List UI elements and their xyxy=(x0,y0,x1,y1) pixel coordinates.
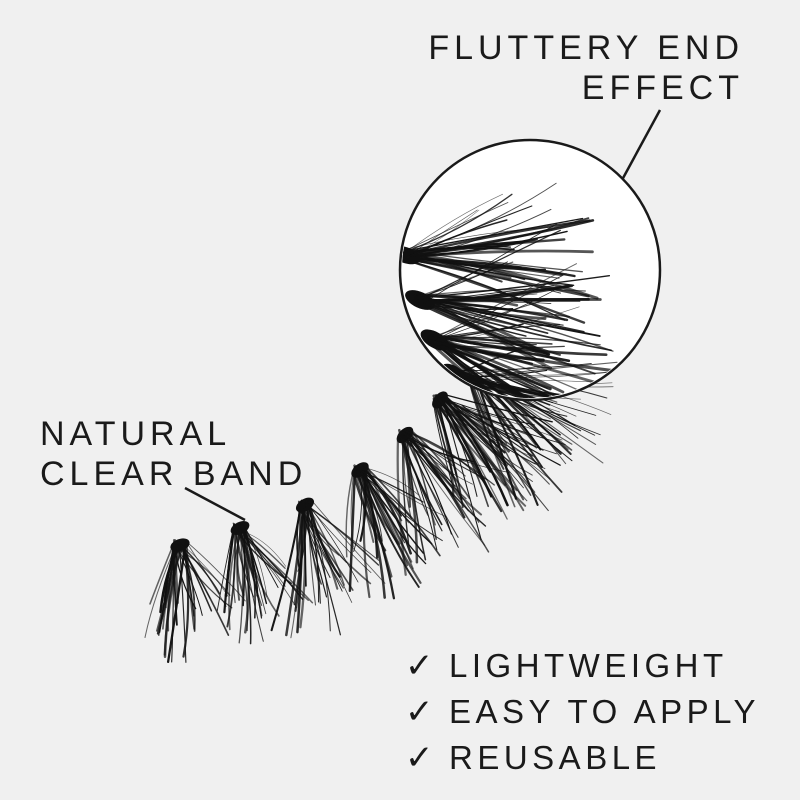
clear-band-label: NATURAL CLEAR BAND xyxy=(40,414,307,494)
fluttery-end-label-line-2: EFFECT xyxy=(581,69,744,107)
checkmark-icon: ✓ xyxy=(405,739,434,777)
feature-item: ✓ REUSABLE xyxy=(405,735,760,781)
clear-band-label-line-1: NATURAL xyxy=(40,415,232,453)
clear-band-label-line-2: CLEAR BAND xyxy=(40,455,308,493)
feature-list: ✓ LIGHTWEIGHT ✓ EASY TO APPLY ✓ REUSABLE xyxy=(405,643,760,781)
feature-item: ✓ LIGHTWEIGHT xyxy=(405,643,760,689)
fluttery-end-callout-line xyxy=(620,109,662,181)
feature-text: REUSABLE xyxy=(449,739,662,776)
checkmark-icon: ✓ xyxy=(405,647,434,685)
clear-band-callout-line xyxy=(184,486,246,522)
fluttery-end-label-line-1: FLUTTERY END xyxy=(428,29,744,67)
fluttery-end-label: FLUTTERY END EFFECT xyxy=(428,28,744,108)
feature-text: EASY TO APPLY xyxy=(449,693,761,730)
eyelash-strip xyxy=(144,361,614,664)
feature-item: ✓ EASY TO APPLY xyxy=(405,689,760,735)
feature-text: LIGHTWEIGHT xyxy=(449,647,728,684)
checkmark-icon: ✓ xyxy=(405,693,434,731)
